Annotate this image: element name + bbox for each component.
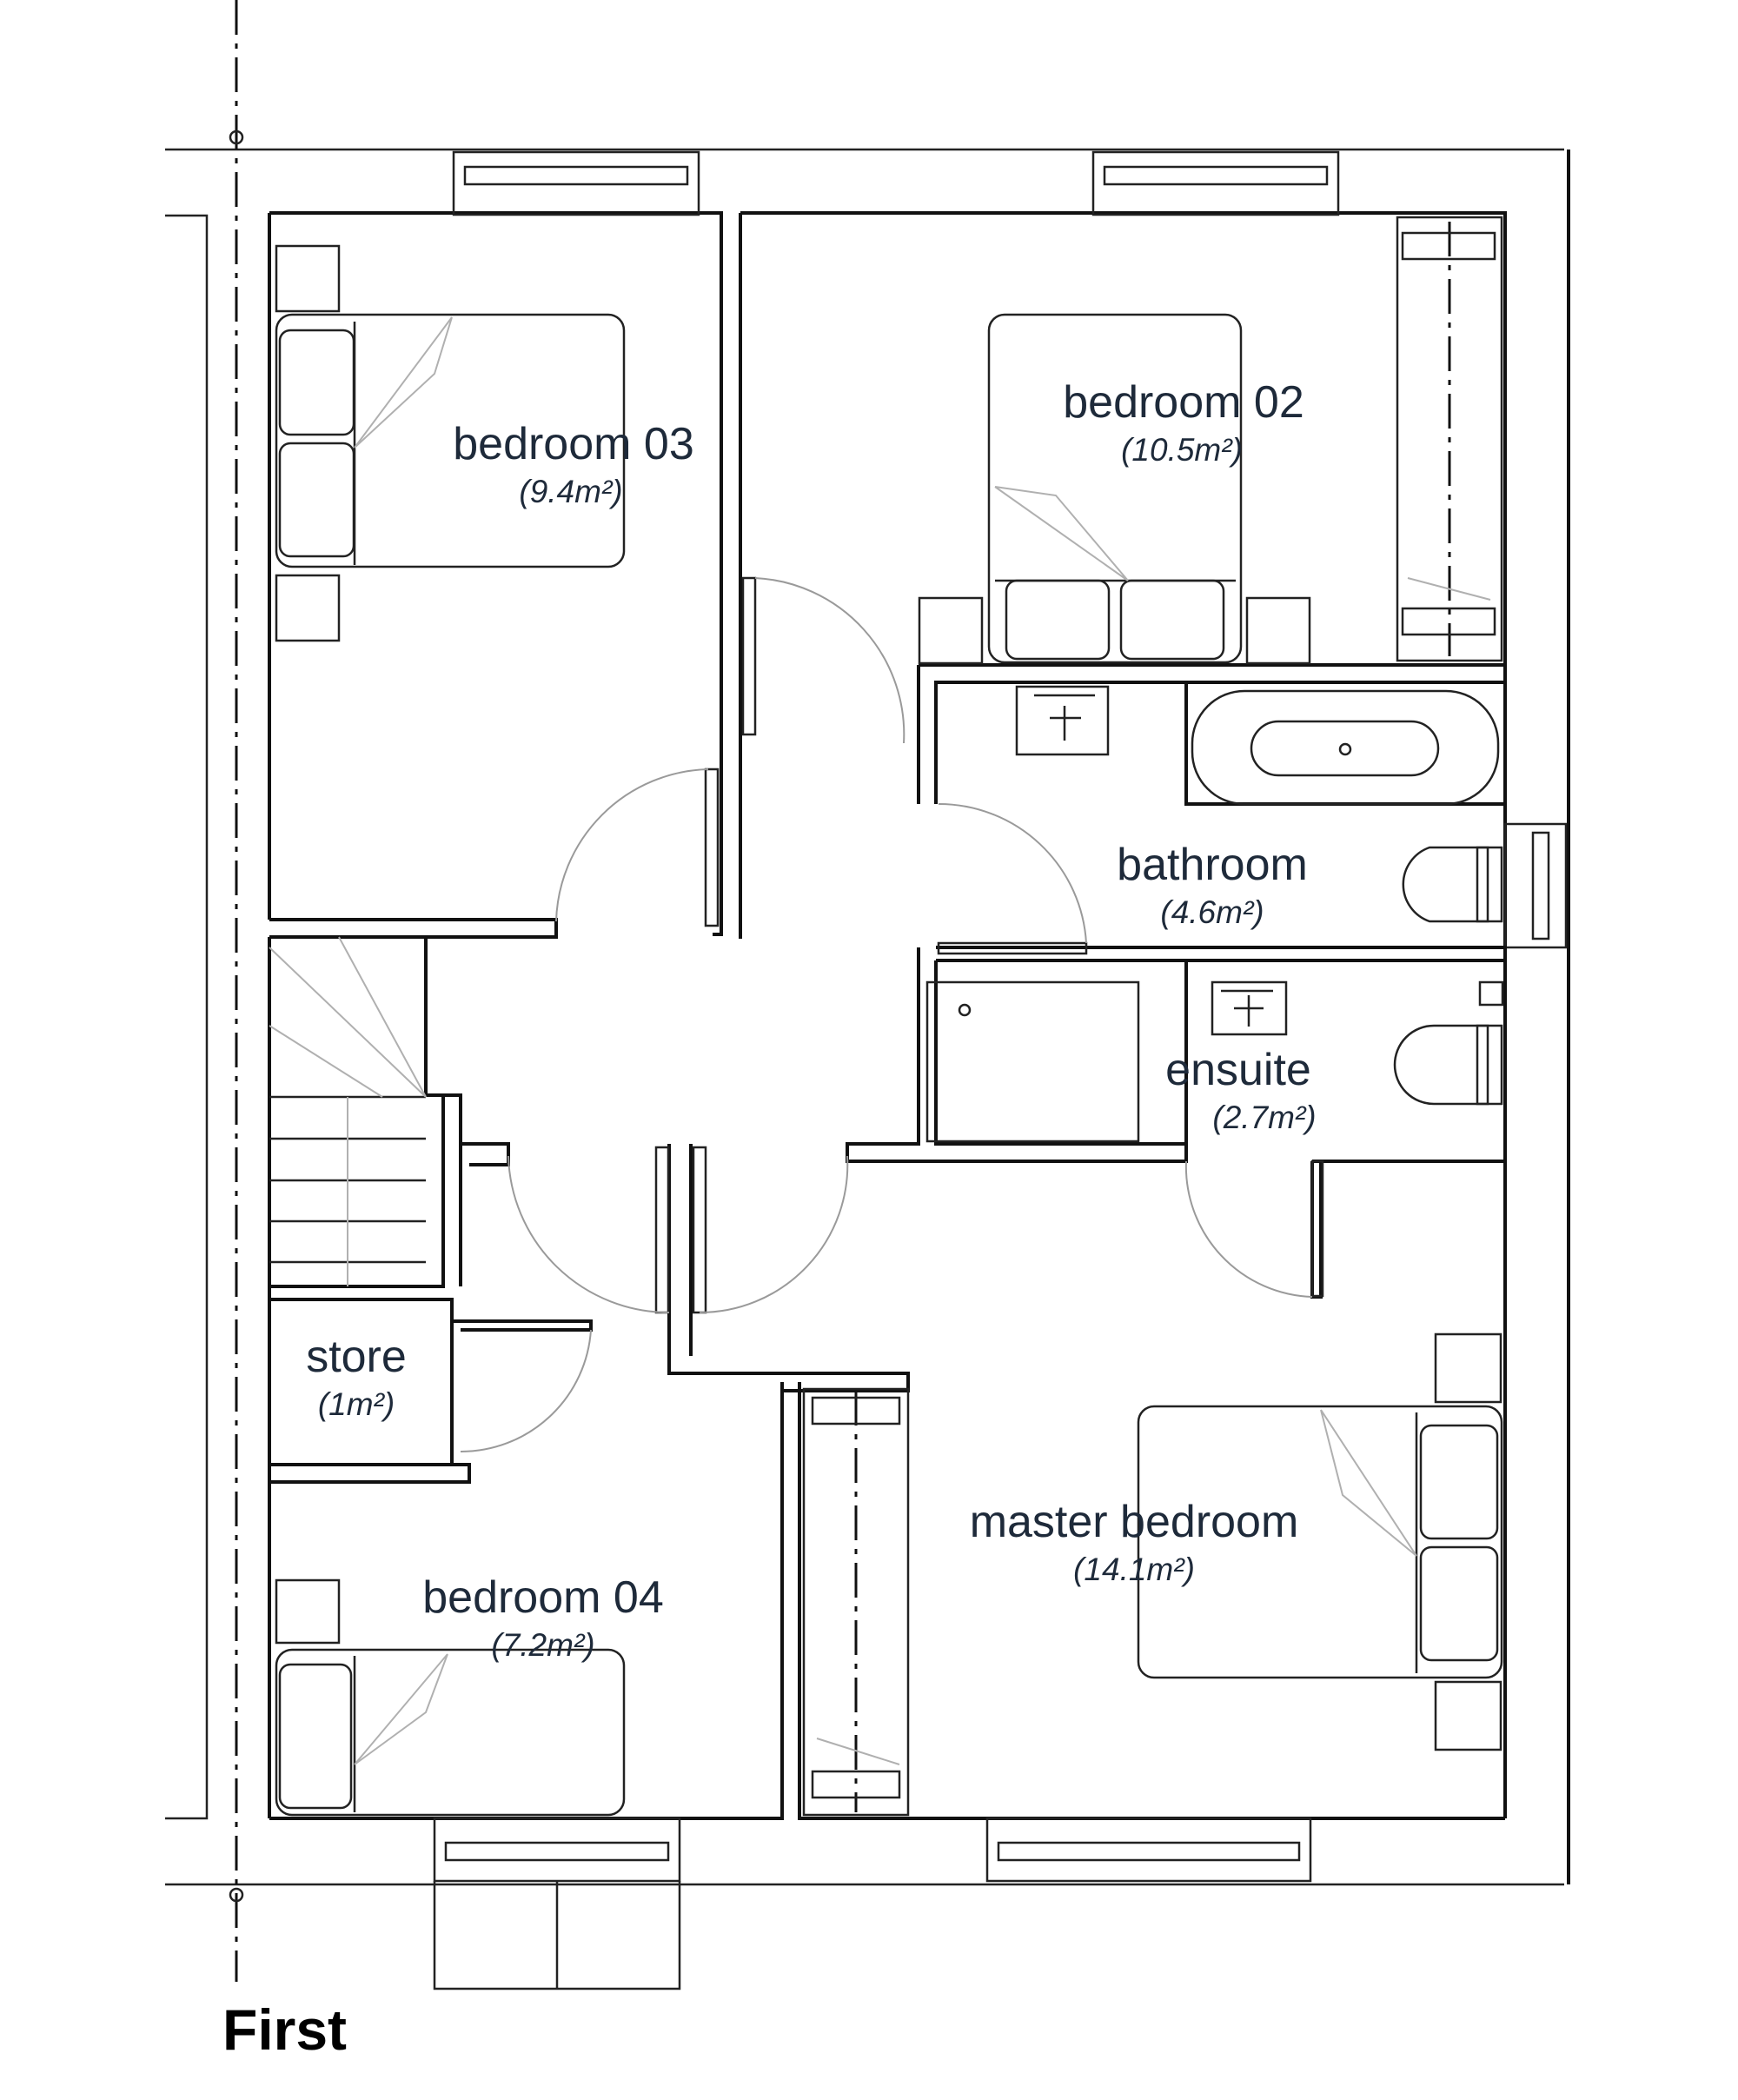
room-area-bedroom02: (10.5m²) <box>1121 432 1243 468</box>
internal-walls <box>269 663 1507 1484</box>
room-area-store: (1m²) <box>318 1386 395 1422</box>
room-name-ensuite: ensuite <box>1165 1045 1311 1095</box>
room-area-master: (14.1m²) <box>1073 1552 1195 1587</box>
windows <box>433 150 1568 1990</box>
bathroom-fittings <box>1015 685 1503 923</box>
bedroom03-furniture <box>275 244 626 642</box>
master-bedroom-furniture <box>802 1332 1503 1817</box>
room-name-bedroom02: bedroom 02 <box>1063 377 1304 428</box>
room-name-store: store <box>306 1332 407 1382</box>
floor-label: First <box>222 1997 347 2062</box>
room-name-bedroom03: bedroom 03 <box>453 419 694 469</box>
room-area-bedroom04: (7.2m²) <box>491 1627 594 1663</box>
bedroom02-furniture <box>918 216 1503 665</box>
doors <box>460 576 1324 1453</box>
bedroom04-furniture <box>275 1578 626 1817</box>
site-lines <box>165 0 1564 1982</box>
staircase <box>269 936 427 1286</box>
room-area-ensuite: (2.7m²) <box>1212 1100 1316 1135</box>
room-name-bedroom04: bedroom 04 <box>422 1572 664 1623</box>
room-area-bathroom: (4.6m²) <box>1160 894 1264 930</box>
ensuite-fittings <box>958 980 1504 1106</box>
room-area-bedroom03: (9.4m²) <box>519 474 622 509</box>
room-name-bathroom: bathroom <box>1117 840 1308 890</box>
room-name-master: master bedroom <box>970 1497 1299 1547</box>
